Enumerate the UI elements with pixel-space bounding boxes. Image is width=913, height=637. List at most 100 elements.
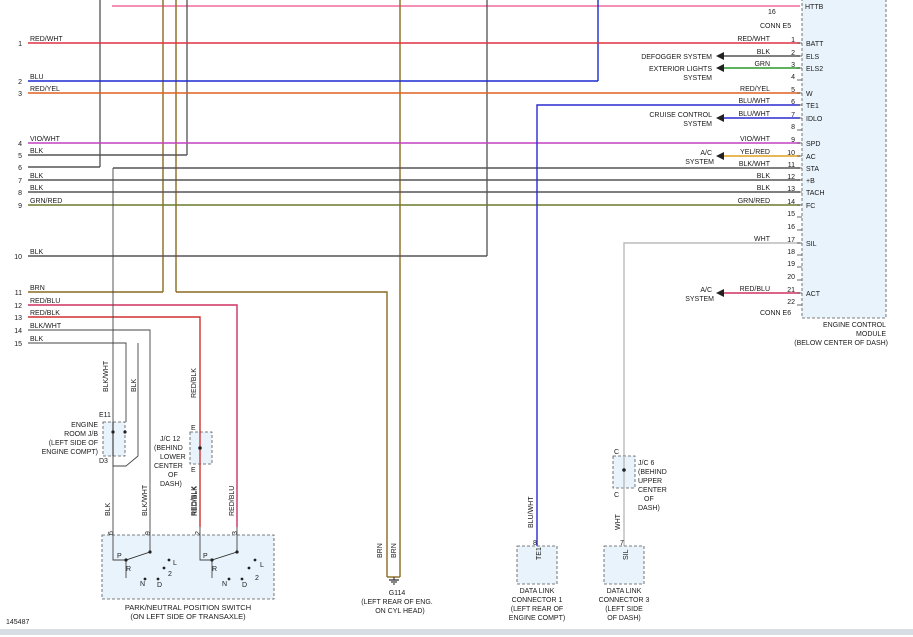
pnp-left-r: R — [126, 566, 131, 573]
ecm-pin-number: 19 — [787, 261, 795, 268]
jc12-pin-bottom: E — [191, 467, 196, 474]
ecm-top-label: HTTB — [805, 4, 824, 11]
left-pin-wire-label: RED/YEL — [30, 86, 60, 93]
ecm-pin-terminal: STA — [806, 166, 819, 173]
pnp-switch-title: PARK/NEUTRAL POSITION SWITCH — [125, 603, 251, 612]
jc6-label-5: OF — [644, 496, 654, 503]
ecm-pin-number: 13 — [787, 186, 795, 193]
left-pin-number: 15 — [14, 341, 22, 348]
ecm-pin-number: 7 — [791, 112, 795, 119]
ecm-pin-number: 20 — [787, 274, 795, 281]
ecm-pin-terminal: ACT — [806, 291, 821, 298]
ground-desc-2: ON CYL HEAD) — [375, 608, 425, 615]
arrow-left-icon — [716, 52, 724, 60]
ecm-pin-number: 21 — [787, 287, 795, 294]
ecm-pin-terminal: W — [806, 91, 813, 98]
pnp-left-p: P — [117, 553, 122, 560]
left-pin-number: 10 — [14, 254, 22, 261]
ac-system-label: A/C — [700, 150, 712, 157]
ecm-pin-number: 6 — [791, 99, 795, 106]
ecm-pin-wire-label: BLU/WHT — [739, 111, 771, 118]
jb-label-3: (LEFT SIDE OF — [49, 440, 98, 447]
left-pin-number: 6 — [18, 165, 22, 172]
cruise-control-label: CRUISE CONTROL — [649, 112, 712, 119]
jc12-down-wire-label: RED/BLK — [191, 486, 198, 516]
ecm-pin-wire-label: GRN/RED — [738, 198, 770, 205]
ground-name: G114 — [389, 590, 406, 597]
arrow-left-icon — [716, 64, 724, 72]
ecm-pin-terminal: FC — [806, 203, 815, 210]
left-pin-number: 9 — [18, 203, 22, 210]
wire-brn-to-ground — [176, 291, 388, 577]
pnp-right-p: P — [203, 553, 208, 560]
arrow-left-icon — [716, 114, 724, 122]
arrow-left-icon — [716, 152, 724, 160]
left-pin-number: 2 — [18, 79, 22, 86]
ecm-pin-number: 17 — [787, 237, 795, 244]
pnp-right-contact-icon — [227, 577, 231, 581]
dlc3-box — [603, 545, 645, 585]
ecm-pin-terminal: SIL — [806, 241, 817, 248]
pnp-pin-number: 9 — [145, 531, 152, 535]
engine-control-module-box — [801, 0, 887, 319]
left-pin-number: 1 — [18, 41, 22, 48]
jc6-label-6: DASH) — [638, 505, 660, 512]
dlc3-terminal: SIL — [623, 549, 630, 560]
jc12-label-4: CENTER — [154, 463, 183, 470]
dlc3-label-3: (LEFT SIDE — [605, 606, 643, 613]
dlc1-terminal: TE1 — [536, 547, 543, 560]
ecm-pin-terminal: TACH — [806, 190, 825, 197]
ecm-pin-wire-label: RED/BLU — [740, 286, 770, 293]
ecm-pin-number: 10 — [787, 150, 795, 157]
figure-id: 145487 — [6, 619, 30, 626]
left-pin-wire-label: GRN/RED — [30, 198, 62, 205]
ecm-pin-number: 18 — [787, 249, 795, 256]
left-pin-number: 7 — [18, 178, 22, 185]
ac-act-label-2: SYSTEM — [685, 296, 714, 303]
ground-wire-label-2: BRN — [391, 543, 398, 558]
dlc1-label-3: (LEFT REAR OF — [511, 606, 563, 613]
ecm-pin-number: 9 — [791, 137, 795, 144]
exterior-lights-label-2: SYSTEM — [683, 75, 712, 82]
left-pin-number: 4 — [18, 141, 22, 148]
jc6-label-4: CENTER — [638, 487, 667, 494]
ecm-pin-number: 11 — [788, 162, 795, 169]
ecm-pin-wire-label: VIO/WHT — [740, 136, 771, 143]
pnp-right-contact-icon — [235, 550, 239, 554]
ecm-pin-wire-label: BLU/WHT — [739, 98, 771, 105]
jc12-node-icon — [198, 446, 202, 450]
dlc3-label-2: CONNECTOR 3 — [599, 597, 650, 604]
jb-up-wire-label: BLK/WHT — [103, 360, 110, 392]
jc12-up-wire-label: RED/BLK — [191, 368, 198, 398]
wire-ecm-sil — [623, 242, 800, 456]
ecm-conn-top: CONN E5 — [760, 23, 791, 30]
jc6-label-2: (BEHIND — [638, 469, 667, 476]
left-pin-wire-label: BLK — [30, 336, 44, 343]
jc6-down-wire-label: WHT — [615, 513, 622, 530]
pnp-left-n: N — [140, 581, 145, 588]
left-pin-wire-label: BLK — [30, 173, 44, 180]
pnp-pin-wire-label: BLK — [105, 502, 112, 516]
ecm-pin-number: 8 — [791, 124, 795, 131]
ecm-pin-number: 3 — [791, 62, 795, 69]
left-pin-wire-label: RED/WHT — [30, 36, 63, 43]
jb-label-2: ROOM J/B — [64, 431, 98, 438]
ecm-pin-terminal: +B — [806, 178, 815, 185]
left-pin-wire-label: BLK/WHT — [30, 323, 62, 330]
left-pin-wire-label: BRN — [30, 285, 45, 292]
ecm-pin-wire-label: WHT — [754, 236, 771, 243]
ecm-pin-number: 1 — [791, 37, 795, 44]
pnp-switch-box — [101, 534, 275, 600]
jc12-label-3: LOWER — [160, 454, 186, 461]
pnp-left-blade — [125, 551, 151, 561]
pnp-left-contact-icon — [167, 558, 171, 562]
left-pin-number: 5 — [18, 153, 22, 160]
pnp-right-d: D — [242, 582, 247, 589]
ecm-pin-number: 16 — [787, 224, 795, 231]
engine-room-jb-box — [102, 421, 126, 457]
left-pin-list: 1RED/WHT2BLU3RED/YEL4VIO/WHT5BLK67BLK8BL… — [14, 36, 63, 348]
ecm-title-1: ENGINE CONTROL — [823, 322, 886, 329]
pnp-left-l: L — [173, 560, 177, 567]
left-pin-wire-label: BLK — [30, 185, 44, 192]
